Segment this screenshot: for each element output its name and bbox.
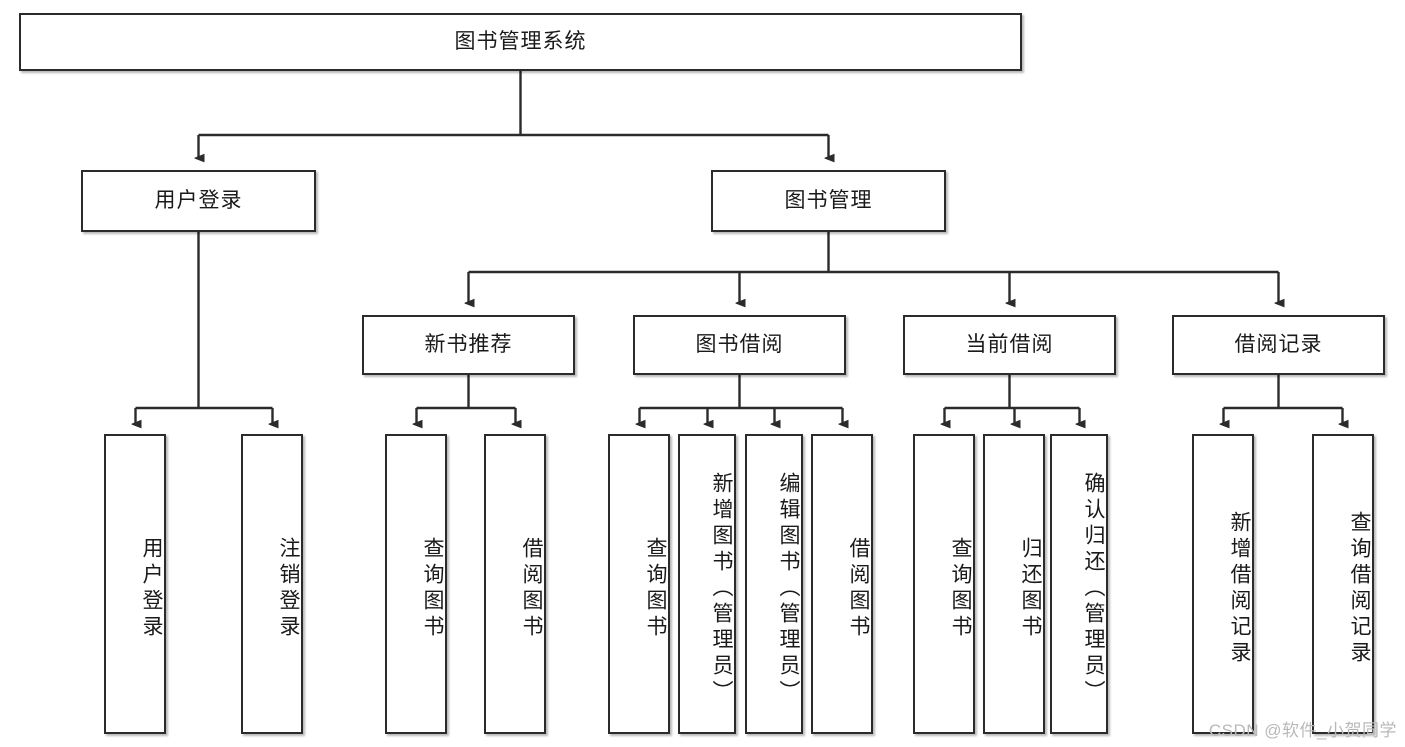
node-book-management-label: 图书管理 (784, 189, 873, 213)
leaf-label: 查询图书 (949, 537, 972, 641)
leaf-label: 新增借阅记录 (1228, 511, 1251, 667)
leaf-label: 用户登录 (140, 537, 163, 641)
node-borrow-record-label: 借阅记录 (1234, 333, 1323, 357)
leaf-user-login[interactable]: 用户登录 (104, 434, 166, 734)
leaf-query-borrow-record[interactable]: 查询借阅记录 (1312, 434, 1374, 734)
node-book-borrow[interactable]: 图书借阅 (633, 315, 846, 375)
leaf-label: 编辑图书（管理员） (777, 472, 800, 706)
node-borrow-record[interactable]: 借阅记录 (1172, 315, 1385, 375)
node-user-login-label: 用户登录 (154, 189, 243, 213)
leaf-user-logout[interactable]: 注销登录 (241, 434, 303, 734)
node-book-management[interactable]: 图书管理 (711, 170, 946, 232)
watermark: CSDN @软件_小贺同学 (1208, 721, 1397, 740)
leaf-label: 新增图书（管理员） (710, 472, 733, 706)
leaf-label: 借阅图书 (847, 537, 870, 641)
node-root[interactable]: 图书管理系统 (19, 13, 1022, 71)
leaf-label: 注销登录 (277, 537, 300, 641)
leaf-edit-book-admin[interactable]: 编辑图书（管理员） (745, 434, 803, 734)
leaf-query-book-borrow[interactable]: 查询图书 (608, 434, 670, 734)
leaf-label: 查询图书 (421, 537, 444, 641)
leaf-label: 归还图书 (1019, 537, 1042, 641)
node-root-label: 图书管理系统 (454, 30, 587, 54)
node-user-login[interactable]: 用户登录 (81, 170, 316, 232)
node-new-book-recommend[interactable]: 新书推荐 (362, 315, 575, 375)
node-current-borrow-label: 当前借阅 (965, 333, 1054, 357)
leaf-borrow-book[interactable]: 借阅图书 (811, 434, 873, 734)
leaf-borrow-book-recommend[interactable]: 借阅图书 (484, 434, 546, 734)
leaf-label: 确认归还（管理员） (1082, 472, 1105, 706)
node-new-book-recommend-label: 新书推荐 (424, 333, 513, 357)
leaf-label: 查询图书 (644, 537, 667, 641)
leaf-query-book-recommend[interactable]: 查询图书 (385, 434, 447, 734)
leaf-label: 查询借阅记录 (1348, 511, 1371, 667)
node-current-borrow[interactable]: 当前借阅 (903, 315, 1116, 375)
leaf-add-book-admin[interactable]: 新增图书（管理员） (678, 434, 736, 734)
leaf-label: 借阅图书 (520, 537, 543, 641)
leaf-confirm-return-admin[interactable]: 确认归还（管理员） (1050, 434, 1108, 734)
leaf-return-book[interactable]: 归还图书 (983, 434, 1045, 734)
node-book-borrow-label: 图书借阅 (695, 333, 784, 357)
leaf-query-book-current[interactable]: 查询图书 (913, 434, 975, 734)
leaf-add-borrow-record[interactable]: 新增借阅记录 (1192, 434, 1254, 734)
